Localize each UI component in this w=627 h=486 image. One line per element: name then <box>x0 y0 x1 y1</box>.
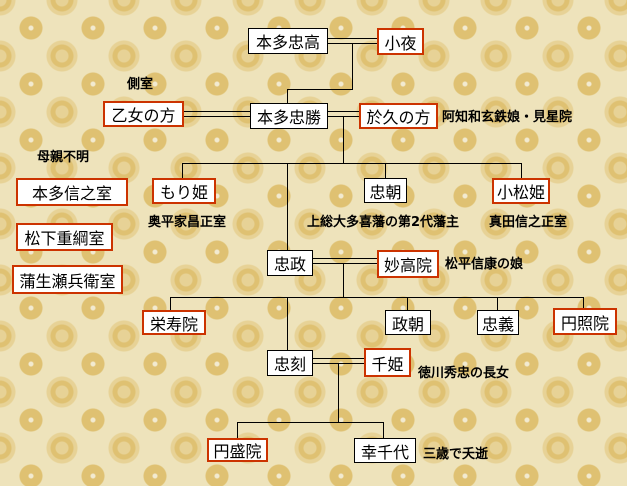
person-box-honda-tadakatsu: 本多忠勝 <box>250 103 328 129</box>
person-box-enshoin: 円照院 <box>553 308 617 335</box>
label-mother-unknown: 母親不明 <box>37 150 90 165</box>
person-box-honda-tadataka: 本多忠高 <box>248 28 328 54</box>
person-box-tadatomo: 忠朝 <box>364 178 407 203</box>
descent-line <box>338 364 339 422</box>
person-box-enseiin: 円盛院 <box>207 438 268 462</box>
person-box-gamo-sehyoe-wife: 蒲生瀬兵衛室 <box>12 265 123 294</box>
label-concubine: 側室 <box>127 77 154 92</box>
person-box-masatomo: 政朝 <box>385 310 431 335</box>
person-box-eijuin: 栄寿院 <box>142 310 206 335</box>
descent-line <box>343 117 344 163</box>
person-box-okyu-no-kata: 於久の方 <box>359 103 438 129</box>
person-box-matsushita-shigetsuna-wife: 松下重綱室 <box>16 223 113 251</box>
annotation-komatsuhime: 真田信之正室 <box>489 215 568 230</box>
descent-line <box>287 89 288 104</box>
marriage-line-tadamasa-myokoin <box>313 258 377 264</box>
person-box-tadatoki: 忠刻 <box>267 350 313 376</box>
person-box-myokoin: 妙高院 <box>377 250 439 278</box>
descent-line-tadamasa <box>287 163 288 250</box>
person-box-sayo: 小夜 <box>377 28 424 55</box>
descent-line-eijuin <box>170 297 171 310</box>
person-box-senhime: 千姫 <box>364 348 411 377</box>
sibling-bar-generation4 <box>237 422 384 423</box>
sibling-bar-generation3 <box>170 297 584 298</box>
descent-line-enseiin <box>237 422 238 438</box>
descent-line <box>352 44 353 89</box>
person-box-morihime: もり姫 <box>152 178 216 204</box>
annotation-okyu: 阿知和玄鉄娘・見星院 <box>442 110 573 125</box>
descent-line-tadatomo <box>385 163 386 178</box>
descent-line-morihime <box>182 163 183 178</box>
annotation-tadatomo: 上総大多喜藩の第2代藩主 <box>307 215 460 230</box>
descent-line-tadatoki <box>287 297 288 350</box>
descent-line-masatomo <box>407 297 408 310</box>
marriage-line-tadatoki-senhime <box>313 358 364 364</box>
descent-line-komatsuhime <box>521 163 522 178</box>
person-box-otome-no-kata: 乙女の方 <box>103 101 184 127</box>
person-box-tadayoshi: 忠義 <box>477 310 519 335</box>
annotation-myokoin: 松平信康の娘 <box>445 257 524 272</box>
descent-line-tadayoshi <box>497 297 498 310</box>
marriage-line-otome-tadakatsu <box>184 111 250 117</box>
annotation-morihime: 奥平家昌正室 <box>148 215 227 230</box>
descent-line-kochiyo <box>383 422 384 438</box>
annotation-senhime: 徳川秀忠の長女 <box>418 366 510 381</box>
descent-line-enshoin <box>583 297 584 310</box>
annotation-kochiyo: 三歳で夭逝 <box>423 447 489 462</box>
person-box-kochiyo: 幸千代 <box>354 438 416 463</box>
descent-line <box>287 89 353 90</box>
person-box-tadamasa: 忠政 <box>267 250 313 276</box>
marriage-line-tadataka-sayo <box>328 38 377 44</box>
descent-line <box>343 264 344 297</box>
person-box-komatsuhime: 小松姫 <box>492 178 550 204</box>
person-box-honda-nobuyuki-wife: 本多信之室 <box>16 178 128 206</box>
sibling-bar-generation2 <box>182 163 522 164</box>
marriage-line-tadakatsu-okyu <box>328 111 359 117</box>
